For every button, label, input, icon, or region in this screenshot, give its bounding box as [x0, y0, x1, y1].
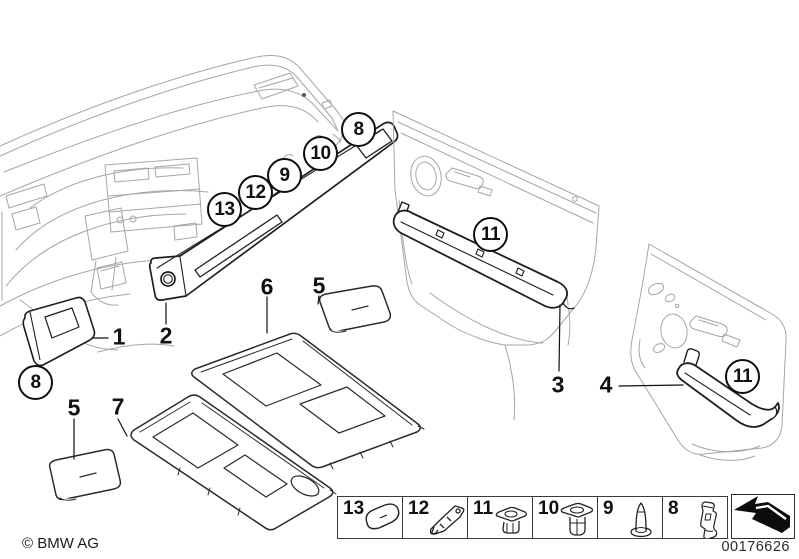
document-number: 00176626 — [721, 539, 790, 555]
fasteners-legend: 13 12 11 10 — [337, 496, 728, 539]
spring-clip-icon — [700, 501, 718, 539]
console-trim-part-6 — [191, 332, 425, 470]
callout-8-glovebox-trim[interactable]: 8 — [18, 365, 53, 400]
push-grommet-icon — [495, 506, 528, 534]
legend-number-8: 8 — [668, 498, 679, 519]
retaining-clip-icon — [429, 505, 465, 535]
legend-cell-12[interactable]: 12 — [402, 496, 468, 539]
callout-8-dash-trim[interactable]: 8 — [341, 112, 376, 147]
callout-11-front-door[interactable]: 11 — [473, 217, 508, 252]
legend-number-13: 13 — [343, 498, 365, 519]
part-label-5-lower[interactable]: 5 — [67, 394, 81, 421]
legend-number-9: 9 — [603, 498, 614, 519]
legend-cell-13[interactable]: 13 — [337, 496, 403, 539]
rear-door-trim-strip — [676, 348, 780, 428]
dash-trim-strip — [148, 121, 399, 301]
legend-cell-10[interactable]: 10 — [532, 496, 598, 539]
callout-10-dash-trim[interactable]: 10 — [303, 136, 338, 171]
glovebox-trim-part-1 — [22, 296, 96, 367]
direction-arrow-icon — [734, 496, 790, 533]
copyright-notice: © BMW AG — [22, 535, 99, 552]
dashboard-illustration — [0, 54, 347, 353]
expanding-nut-icon — [560, 502, 594, 536]
rear-door-panel-illustration — [630, 243, 787, 461]
part-label-6[interactable]: 6 — [260, 273, 274, 300]
callout-11-rear-door[interactable]: 11 — [725, 359, 760, 394]
part-label-2[interactable]: 2 — [159, 322, 173, 349]
callout-12-dash-trim[interactable]: 12 — [238, 175, 273, 210]
armrest-lid-5-lower — [48, 448, 122, 501]
front-door-panel-illustration — [392, 110, 600, 421]
callout-13-dash-trim[interactable]: 13 — [207, 192, 242, 227]
console-trim-part-7 — [130, 394, 337, 531]
legend-number-11: 11 — [473, 498, 494, 519]
part-label-5-upper[interactable]: 5 — [312, 272, 326, 299]
legend-cell-11[interactable]: 11 — [467, 496, 533, 539]
legend-number-10: 10 — [538, 498, 560, 519]
leader-lines — [73, 295, 684, 460]
legend-number-12: 12 — [408, 498, 430, 519]
front-door-trim-strip — [392, 201, 575, 310]
direction-arrow-box — [731, 494, 795, 539]
legend-cell-9[interactable]: 9 — [597, 496, 663, 539]
armrest-lid-5-upper — [318, 285, 392, 333]
part-label-1[interactable]: 1 — [112, 323, 126, 350]
expanding-rivet-icon — [630, 502, 652, 538]
callout-9-dash-trim[interactable]: 9 — [267, 158, 302, 193]
trim-cap-icon — [365, 503, 400, 530]
legend-cell-8[interactable]: 8 — [662, 496, 728, 539]
part-label-4[interactable]: 4 — [599, 371, 613, 398]
part-label-7[interactable]: 7 — [111, 393, 125, 420]
part-label-3[interactable]: 3 — [551, 371, 565, 398]
